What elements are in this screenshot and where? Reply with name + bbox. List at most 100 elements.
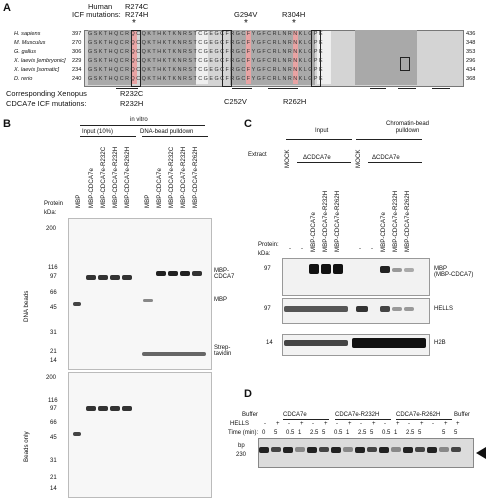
star-2: *	[244, 18, 248, 29]
start-1: 270	[72, 40, 82, 46]
c-mock-1: MOCK	[284, 149, 291, 168]
seq-box-4	[400, 57, 410, 71]
d-band-7	[343, 447, 353, 452]
alignment-block-dark-3	[230, 30, 315, 85]
g1-m-45: 45	[50, 305, 57, 311]
start-3: 229	[72, 58, 82, 64]
d-group-2: CDCA7e-R232H	[335, 412, 380, 418]
c-lane-9: MBP-CDCA7e-R262H	[404, 190, 411, 252]
icf-label: ICF mutations:	[72, 10, 121, 19]
d-band-11	[391, 447, 401, 452]
seq-box-2	[222, 30, 232, 87]
b-kda-label: kDa:	[44, 210, 57, 216]
d-hells-11: +	[396, 421, 400, 427]
seq-row-0: GSKTHQCRQCQKTHKTKNRSTCGEGCFRGCFYGFCRLNRN…	[88, 31, 325, 37]
c-mbp-pd-3	[404, 268, 414, 272]
d-band-5	[319, 447, 329, 452]
g2-band-mbp-input	[73, 432, 81, 436]
c-dcdca-2: ΔCDCA7e	[372, 155, 400, 161]
b-input-bar	[80, 136, 136, 137]
start-5: 240	[72, 76, 82, 82]
g2-m-31: 31	[50, 458, 57, 464]
xen-mut-r232c: R232C	[120, 89, 144, 98]
d-hells-6: -	[336, 421, 338, 427]
g1-band-cdca-3	[110, 275, 120, 280]
g1-m-14: 14	[50, 358, 57, 364]
d-time-6: 0.5	[334, 430, 343, 436]
cdca7e-icf-label: CDCA7e ICF mutations:	[6, 99, 87, 108]
d-hells-row: -+-+-+-+-+-+-+-++	[262, 421, 462, 429]
blot-mbp	[282, 258, 430, 296]
d-hells-8: -	[360, 421, 362, 427]
c-mock-2: MOCK	[355, 149, 362, 168]
g1-band-pd-3	[180, 271, 190, 276]
d-time-1: 5	[274, 430, 278, 436]
c-hells-pd-mock	[356, 306, 368, 312]
d-band-0	[259, 447, 269, 453]
c-h2b-pd	[352, 338, 426, 348]
species-3: X. laevis [embryonic]	[14, 58, 66, 64]
g2-band-cdca-1	[86, 406, 96, 411]
zf-underline-5	[398, 88, 416, 89]
g1-m-21: 21	[50, 349, 57, 355]
arrowhead-icon	[476, 447, 486, 459]
c-mbp-pd-2	[392, 268, 402, 272]
b-lane-5: MBP	[144, 194, 151, 208]
b-right-mbp: MBP	[214, 297, 228, 303]
c-input-header: Input	[315, 128, 329, 134]
d-group-0: Buffer	[242, 412, 258, 418]
c-mw-1: 97	[264, 306, 271, 312]
d-time-13: 5	[418, 430, 422, 436]
d-band-9	[367, 447, 377, 452]
g1-band-cdca-2	[98, 275, 108, 280]
d-time-label: Time (min):	[228, 430, 259, 436]
g2-m-200: 200	[46, 375, 57, 381]
in-vitro-bar	[80, 125, 205, 126]
gel-beads-only	[68, 372, 212, 498]
species-5: D. rerio	[14, 76, 33, 82]
c-hells-in	[284, 306, 348, 312]
d-band-12	[403, 447, 413, 453]
panel-d-label: D	[244, 388, 252, 400]
c-kda-label: kDa:	[258, 251, 271, 257]
g1-band-cdca-1	[86, 275, 96, 280]
gel-panel-d	[258, 438, 474, 468]
mutation-col-red-3	[293, 31, 298, 84]
mutation-col-red-2	[246, 31, 251, 84]
c-hells-pd-2	[392, 307, 402, 311]
seq-row-3: GSKTHQCRQCQKTHKTKNRSTCGEGCFRGCFYGFCRLNRN…	[88, 58, 325, 64]
c-lane-7: MBP-CDCA7e	[380, 212, 387, 252]
d-band-10	[379, 447, 389, 453]
xen-mut-r262h: R262H	[283, 97, 307, 106]
g1-band-mbp-input	[73, 302, 81, 306]
d-hells-16: +	[456, 421, 460, 427]
b-right-mbp-cdca: MBP- CDCA7	[214, 268, 235, 280]
g1-m-116: 116	[48, 265, 58, 271]
g1-band-pd-1	[156, 271, 166, 276]
c-lane-0: -	[289, 246, 291, 252]
g1-band-pd-4	[192, 271, 202, 276]
zf-underline-2	[232, 88, 252, 89]
c-protein-label: Protein:	[258, 242, 279, 248]
d-time-9: 5	[370, 430, 374, 436]
d-time-2: 0.5	[286, 430, 295, 436]
d-band-1	[271, 447, 281, 452]
in-vitro-label: in vitro	[130, 117, 148, 123]
d-time-4: 2.5	[310, 430, 319, 436]
c-dcdca-1: ΔCDCA7e	[303, 155, 331, 161]
end-4: 434	[466, 67, 476, 73]
corr-xenopus-label: Corresponding Xenopus	[6, 89, 87, 98]
b-lane-0: MBP	[75, 194, 82, 208]
d-hells-12: -	[408, 421, 410, 427]
d-hells-label: HELLS	[230, 421, 250, 427]
c-mbp-3	[333, 264, 343, 274]
panel-c-label: C	[244, 118, 252, 130]
g1-band-cdca-4	[122, 275, 132, 280]
c-mw-0: 97	[264, 266, 271, 272]
human-mut-g294v: G294V	[234, 10, 258, 19]
g1-band-pd-2	[168, 271, 178, 276]
g1-m-97: 97	[50, 274, 57, 280]
g1-band-pd-mbp	[143, 299, 153, 302]
d-time-12: 2.5	[406, 430, 415, 436]
